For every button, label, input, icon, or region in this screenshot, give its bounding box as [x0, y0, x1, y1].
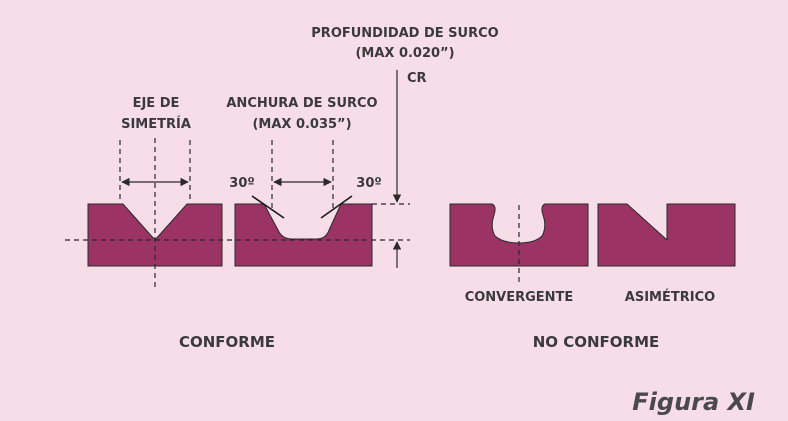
axis-label-line1: EJE DE: [133, 96, 180, 111]
width-label-line1: ANCHURA DE SURCO: [226, 96, 377, 111]
asymmetric-label: ASIMÉTRICO: [625, 289, 715, 305]
asymmetric-groove-part: [597, 203, 736, 267]
dimension-arrows: [121, 70, 402, 268]
angle-tick-left: [251, 195, 285, 219]
convergent-groove-part: [449, 203, 589, 267]
figure-caption: Figura XI: [632, 388, 755, 416]
angle-ticks: [251, 195, 353, 219]
parts: [87, 203, 736, 267]
angle-label-left: 30º: [229, 176, 254, 191]
conforming-heading: CONFORME: [179, 333, 275, 351]
nonconforming-heading: NO CONFORME: [533, 333, 660, 351]
depth-label-line2: (MAX 0.020”): [355, 46, 454, 61]
depth-label-line1: PROFUNDIDAD DE SURCO: [311, 26, 498, 41]
cr-label: CR: [407, 71, 427, 86]
convergent-label: CONVERGENTE: [465, 290, 574, 305]
axis-label-line2: SIMETRÍA: [121, 116, 191, 132]
dashed-lines: [65, 138, 520, 288]
width-label-line2: (MAX 0.035”): [252, 117, 351, 132]
angle-tick-right: [320, 195, 353, 219]
v-groove-part: [87, 203, 223, 267]
u-groove-part: [234, 203, 373, 267]
angle-label-right: 30º: [356, 176, 381, 191]
